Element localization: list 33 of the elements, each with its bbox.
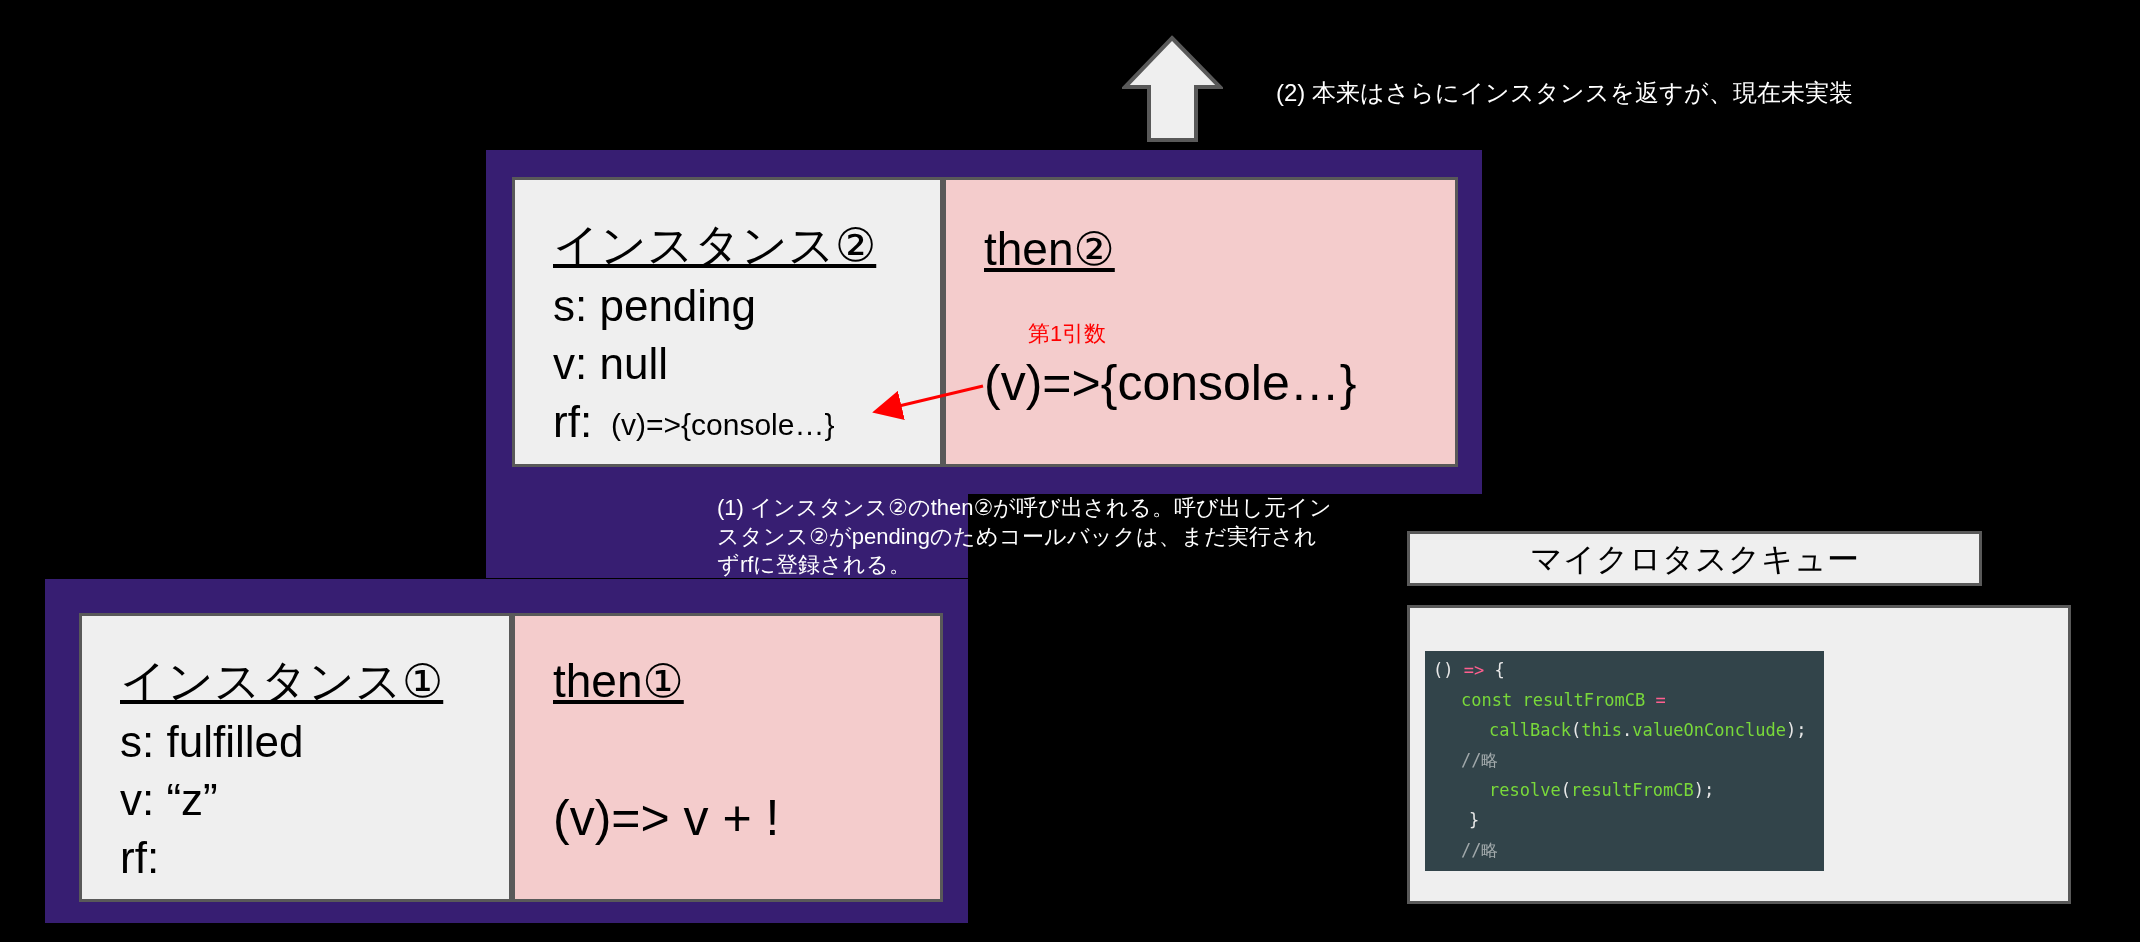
code-line: const resultFromCB = xyxy=(1461,691,1666,710)
code-line: callBack(this.valueOnConclude); xyxy=(1489,721,1807,740)
text-line: rf: xyxy=(120,834,160,883)
text-line: rf: xyxy=(553,398,593,447)
text-line: s: pending xyxy=(553,282,757,331)
text-line: (v)=> v + ! xyxy=(553,791,780,846)
code-line: () => { xyxy=(1433,661,1505,680)
code-line: //略 xyxy=(1461,751,1499,770)
heading: インスタンス① xyxy=(120,656,444,707)
instance-box xyxy=(79,613,512,902)
note-text: (2) 本来はさらにインスタンスを返すが、現在未実装 xyxy=(1276,80,1853,107)
code-line: resolve(resultFromCB); xyxy=(1489,781,1715,800)
heading: then② xyxy=(984,224,1115,275)
text-line: v: “z” xyxy=(120,776,218,825)
code-line: } xyxy=(1469,811,1480,830)
method-box xyxy=(512,613,943,902)
title: マイクロタスクキュー xyxy=(1529,542,1860,578)
instance-box xyxy=(512,177,943,467)
method-box xyxy=(943,177,1458,467)
code-block xyxy=(1425,651,1824,871)
text-line: s: fulfilled xyxy=(120,718,304,767)
text-line: (v)=>{console…} xyxy=(611,408,835,441)
text-line: (v)=>{console…} xyxy=(984,356,1357,411)
queue-title-box xyxy=(1407,531,1982,586)
heading: then① xyxy=(553,656,684,707)
heading: インスタンス② xyxy=(553,220,877,271)
queue-box xyxy=(1407,605,2071,904)
code-line: //略 xyxy=(1461,841,1499,860)
arrow xyxy=(872,384,984,421)
note-text: (1) インスタンス②のthen②が呼び出される。呼び出し元インスタンス②がpendingのためコールバックは、まだ実行されずrfに登録される。 xyxy=(717,494,1334,580)
panel-background xyxy=(45,579,968,923)
annotation: 第1引数 xyxy=(1028,322,1107,347)
text-line: v: null xyxy=(553,340,668,389)
